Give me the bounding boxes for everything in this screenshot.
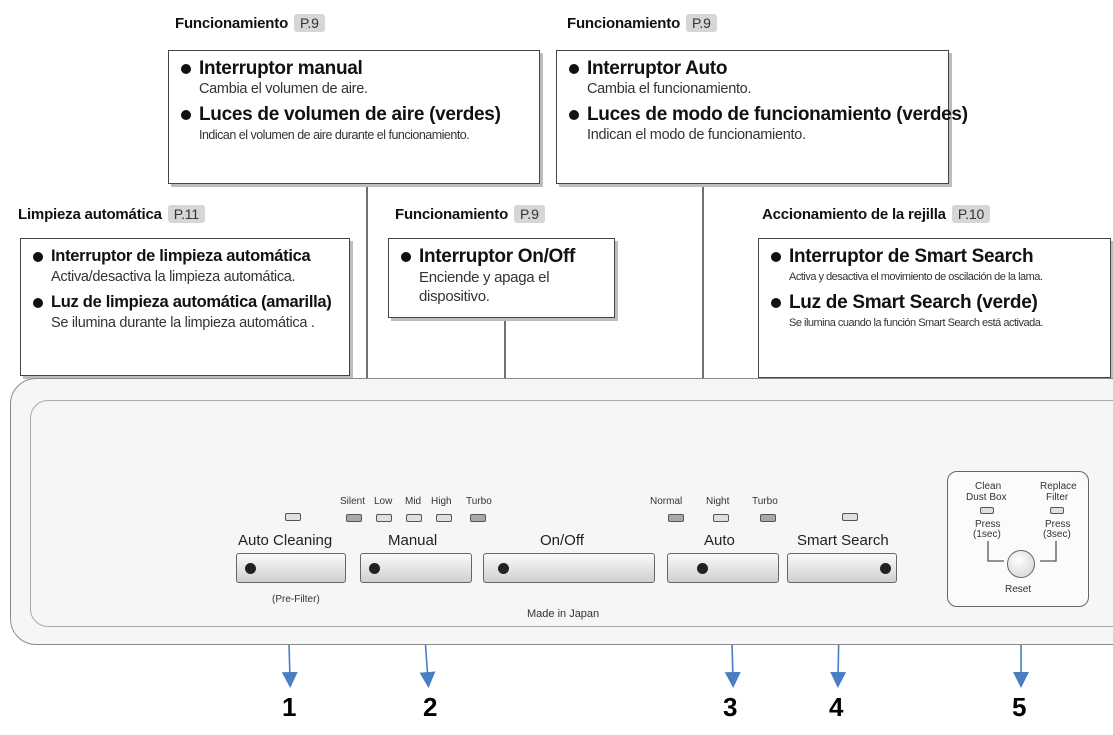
fan-speed-led-mid: [406, 514, 422, 522]
auto-cleaning-label: Auto Cleaning: [238, 532, 333, 549]
smart-search-led: [842, 513, 858, 521]
callout-auto: Interruptor Auto Cambia el funcionamient…: [556, 50, 968, 184]
bullet-icon: [181, 110, 191, 120]
bullet-icon: [33, 252, 43, 262]
reset-label: Reset: [1005, 584, 1032, 595]
smart-search-label: Smart Search: [797, 532, 889, 549]
auto-cleaning-button[interactable]: [236, 553, 346, 583]
marker-5: 5: [1012, 692, 1027, 722]
callout-cleaning: Interruptor de limpieza automática Activ…: [20, 238, 350, 376]
auto-button[interactable]: [667, 553, 779, 583]
control-panel: [10, 378, 1113, 645]
fan-speed-label-turbo: Turbo: [466, 496, 492, 507]
callout-item: Interruptor Auto Cambia el funcionamient…: [567, 57, 938, 99]
callout-item: Interruptor On/Off Enciende y apaga el d…: [399, 245, 604, 306]
fan-speed-label-low: Low: [374, 496, 393, 507]
press-label-2: Press: [1045, 519, 1071, 530]
press-3sec-label: (3sec): [1043, 529, 1071, 540]
page-ref-auto: P.9: [686, 14, 717, 32]
auto-cleaning-led: [285, 513, 301, 521]
reset-bracket: [987, 541, 1057, 562]
made-in-label: Made in Japan: [527, 608, 600, 620]
marker-4: 4: [829, 692, 844, 722]
reset-panel: [947, 471, 1089, 607]
fan-speed-led-silent: [346, 514, 362, 522]
bullet-icon: [33, 298, 43, 308]
mode-led-night: [713, 514, 729, 522]
fan-speed-label-silent: Silent: [340, 496, 366, 507]
fan-speed-label-mid: Mid: [405, 496, 422, 507]
switch-knob: [498, 563, 509, 574]
switch-knob: [880, 563, 891, 574]
callout-item: Luces de volumen de aire (verdes) Indica…: [179, 103, 529, 145]
replace-label-2: Filter: [1046, 492, 1069, 503]
mode-led-turbo: [760, 514, 776, 522]
page-ref-onoff: P.9: [514, 205, 545, 223]
pre-filter-label: (Pre-Filter): [272, 594, 320, 605]
reset-button[interactable]: [1007, 550, 1035, 578]
mode-led-normal: [668, 514, 684, 522]
manual-button[interactable]: [360, 553, 472, 583]
manual-label: Manual: [388, 532, 438, 549]
callout-item: Interruptor de Smart Search Activa y des…: [769, 245, 1100, 287]
marker-3: 3: [723, 692, 738, 722]
clean-dust-box-led: [980, 507, 994, 514]
bullet-icon: [181, 64, 191, 74]
bullet-icon: [569, 64, 579, 74]
press-1sec-label: (1sec): [973, 529, 1001, 540]
page-ref-cleaning: P.11: [167, 205, 205, 223]
callout-manual: Interruptor manual Cambia el volumen de …: [168, 50, 540, 184]
bullet-icon: [401, 252, 411, 262]
callout-item: Luz de Smart Search (verde) Se ilumina c…: [769, 291, 1100, 333]
switch-knob: [697, 563, 708, 574]
replace-label-1: Replace: [1040, 481, 1077, 492]
replace-filter-led: [1050, 507, 1064, 514]
onoff-label: On/Off: [540, 532, 584, 549]
page-ref-manual: P.9: [294, 14, 325, 32]
page-ref-louver: P.10: [951, 205, 991, 223]
onoff-button[interactable]: [483, 553, 655, 583]
mode-label-night: Night: [706, 496, 730, 507]
fan-speed-led-low: [376, 514, 392, 522]
press-label-1: Press: [975, 519, 1001, 530]
switch-knob: [369, 563, 380, 574]
clean-label-1: Clean: [975, 481, 1002, 492]
callout-item: Luz de limpieza automática (amarilla) Se…: [31, 291, 339, 333]
fan-speed-led-turbo: [470, 514, 486, 522]
bullet-icon: [569, 110, 579, 120]
callout-item: Interruptor manual Cambia el volumen de …: [179, 57, 529, 99]
fan-speed-led-high: [436, 514, 452, 522]
smart-search-button[interactable]: [787, 553, 897, 583]
switch-knob: [245, 563, 256, 574]
callout-item: Interruptor de limpieza automática Activ…: [31, 245, 339, 287]
clean-label-2: Dust Box: [966, 492, 1007, 503]
marker-2: 2: [423, 692, 438, 722]
mode-label-turbo: Turbo: [752, 496, 778, 507]
marker-1: 1: [282, 692, 297, 722]
mode-label-normal: Normal: [650, 496, 683, 507]
auto-label: Auto: [704, 532, 735, 549]
callout-onoff: Interruptor On/Off Enciende y apaga el d…: [388, 238, 615, 318]
callout-item: Luces de modo de funcionamiento (verdes)…: [567, 103, 968, 145]
bullet-icon: [771, 298, 781, 308]
fan-speed-label-high: High: [431, 496, 452, 507]
callout-smart-search: Interruptor de Smart Search Activa y des…: [758, 238, 1111, 378]
bullet-icon: [771, 252, 781, 262]
control-panel-inner: [30, 400, 1113, 627]
